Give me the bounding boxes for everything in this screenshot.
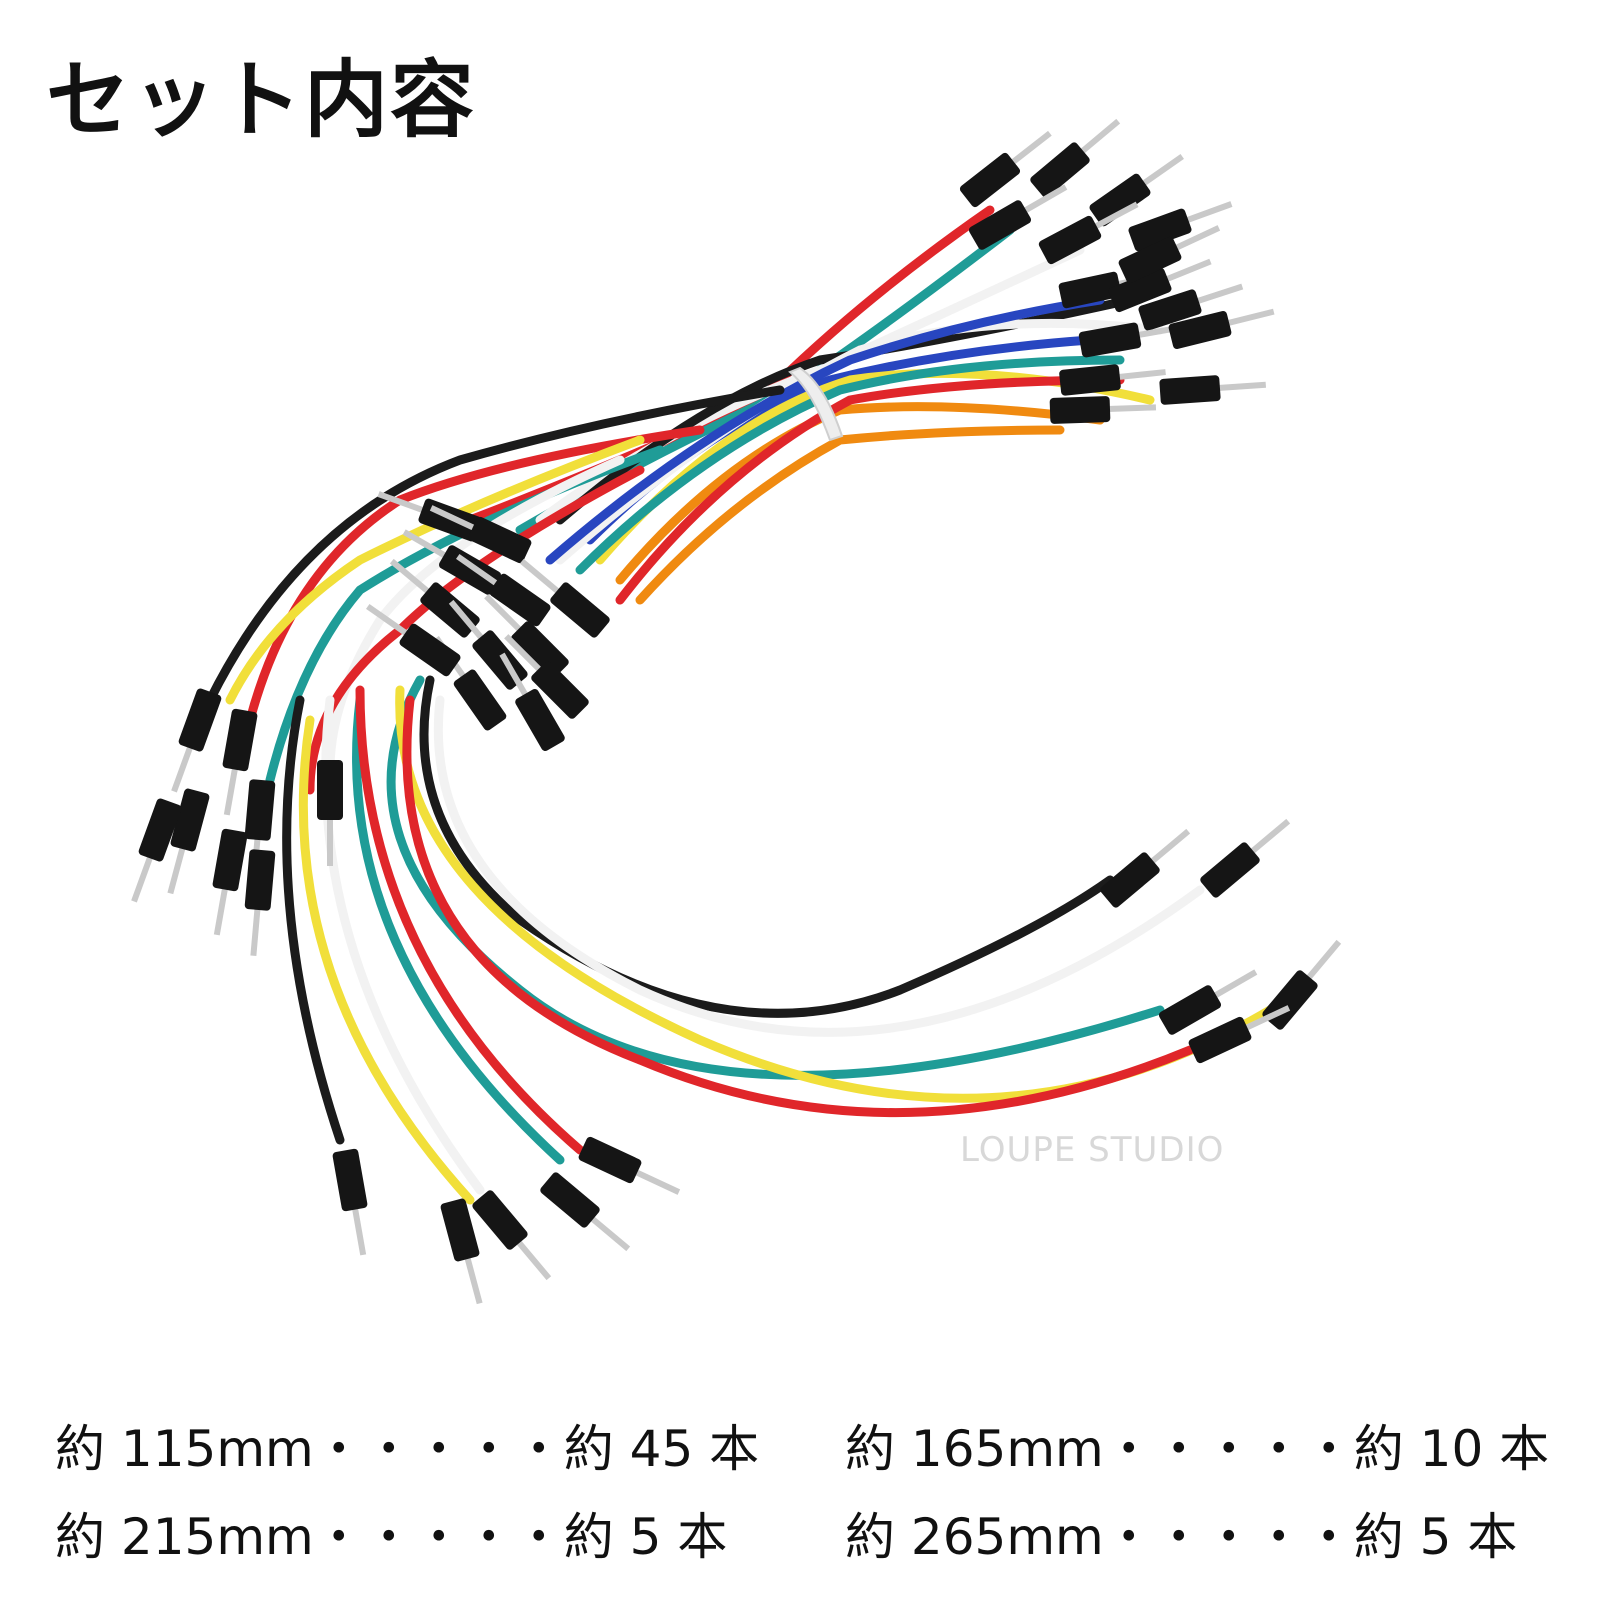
wire-blue [545, 295, 1105, 565]
wire-yellow [225, 435, 645, 705]
connector-pin [131, 798, 182, 903]
connector-pin [1200, 818, 1291, 898]
connector-pin [959, 130, 1052, 208]
connector-pin [1089, 153, 1184, 227]
connector-pin [1108, 258, 1212, 313]
connector-pin [519, 558, 610, 638]
spec-row: 約 215mm・・・・・約 5 本 約 265mm・・・・・約 5 本 [55, 1493, 1575, 1581]
spec-265mm: 約 265mm・・・・・約 5 本 [845, 1508, 1518, 1566]
connector-pin [167, 788, 210, 895]
connector-pin [440, 1198, 483, 1305]
wire-red [355, 685, 585, 1155]
connector-pin [389, 558, 480, 638]
connector-pin [1168, 308, 1275, 350]
spec-165mm: 約 165mm・・・・・約 10 本 [845, 1420, 1550, 1478]
connector-group [131, 118, 1342, 1305]
page-title: セット内容 [46, 51, 477, 149]
wire-teal [352, 695, 565, 1165]
connector-pin [540, 1172, 631, 1252]
connector-pin [1138, 283, 1244, 331]
connector-pin [222, 708, 258, 816]
studio-watermark: LOUPE STUDIO [960, 1130, 1225, 1170]
connector-pin [456, 553, 551, 627]
connector-pin [1049, 396, 1157, 424]
wire-white [433, 695, 1205, 1037]
connector-pin [429, 505, 532, 564]
wire-red [615, 375, 1125, 605]
connector-pin [332, 1148, 368, 1256]
connector-pin [1118, 225, 1221, 284]
connector-pin [1188, 1005, 1291, 1064]
wire-black [282, 695, 345, 1145]
connector-pin [484, 594, 569, 679]
connector-pin [1100, 828, 1191, 908]
wire-black [205, 385, 785, 705]
connector-pin [1158, 969, 1258, 1035]
wire-black [419, 675, 1115, 1018]
wire-white [325, 455, 625, 775]
connector-pin [968, 184, 1068, 250]
spec-215mm: 約 215mm・・・・・約 5 本 [55, 1508, 728, 1566]
connector-pin [366, 603, 461, 677]
spec-115mm: 約 115mm・・・・・約 45 本 [55, 1420, 760, 1478]
connector-pin [171, 688, 222, 793]
connector-pin [317, 760, 343, 866]
set-contents-list: 約 115mm・・・・・約 45 本 約 165mm・・・・・約 10 本 約 … [55, 1405, 1575, 1581]
connector-pin [1128, 201, 1233, 252]
connector-pin [1030, 118, 1121, 198]
connector-pin [578, 1136, 681, 1195]
connector-pin [212, 828, 248, 936]
connector-pin [244, 849, 276, 956]
wire-yellow [395, 685, 1275, 1103]
connector-pin [504, 634, 589, 719]
spec-row: 約 115mm・・・・・約 45 本 約 165mm・・・・・約 10 本 [55, 1405, 1575, 1493]
wire-orange [635, 425, 1065, 605]
connector-pin [1159, 375, 1267, 405]
wire-teal [575, 355, 1125, 575]
wire-red [305, 465, 645, 795]
connector-pin [1038, 201, 1139, 265]
wire-bundle [205, 205, 1275, 1205]
wire-yellow [298, 715, 475, 1205]
connector-pin [1059, 364, 1166, 396]
connector-pin [472, 1190, 552, 1281]
connector-pin [499, 652, 565, 752]
cable-tie [788, 366, 844, 442]
wire-red [402, 695, 1195, 1118]
connector-pin [402, 529, 502, 595]
